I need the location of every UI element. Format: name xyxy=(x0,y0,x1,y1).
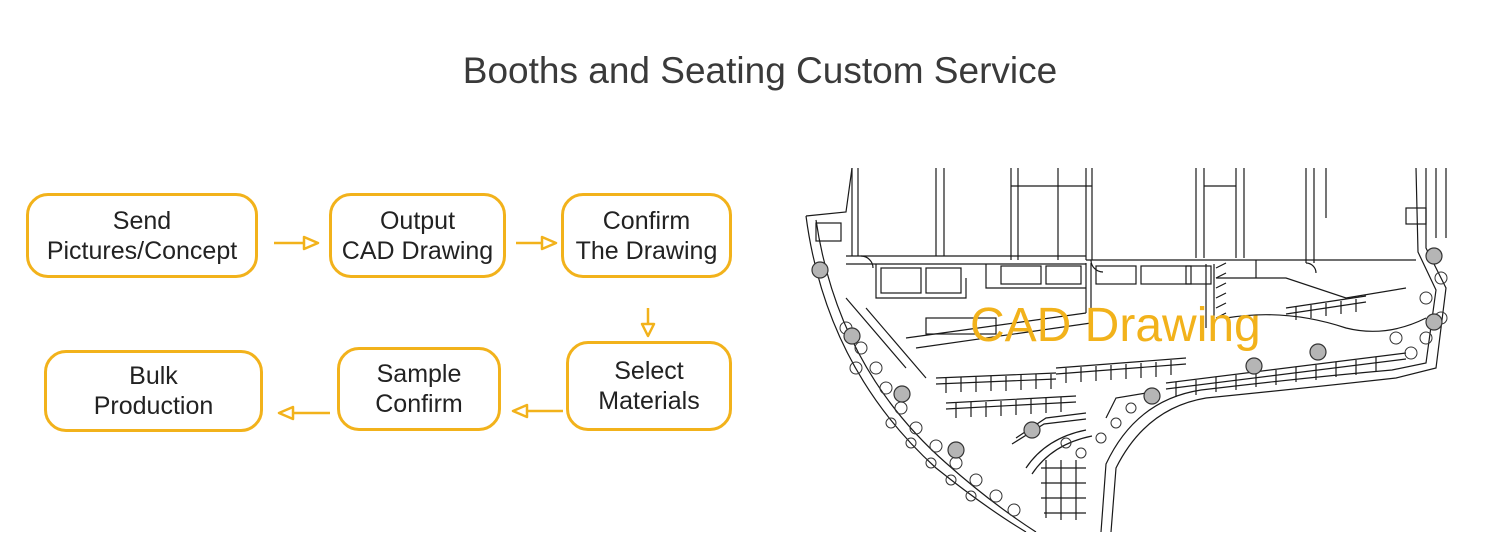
step-label-line1: Send xyxy=(112,206,172,235)
cad-drawing-label: CAD Drawing xyxy=(970,299,1261,352)
step-select-materials: Select Materials xyxy=(566,341,732,431)
step-send-pictures: Send Pictures/Concept xyxy=(26,193,258,278)
arrow-left-icon xyxy=(511,403,529,419)
step-sample-confirm: Sample Confirm xyxy=(337,347,501,431)
page-title: Booths and Seating Custom Service xyxy=(462,50,1058,91)
step-confirm-drawing: Confirm The Drawing xyxy=(561,193,732,278)
step-label-line2: Production xyxy=(93,392,214,420)
step-label-line2: Confirm xyxy=(375,390,463,418)
flow-arrows xyxy=(274,235,656,421)
step-label-line2: Materials xyxy=(598,387,700,415)
step-label-line1: Confirm xyxy=(602,206,691,235)
step-label-line2: Pictures/Concept xyxy=(46,236,238,265)
arrow-left-icon xyxy=(277,405,295,421)
cad-floor-plan-image xyxy=(786,168,1500,532)
step-label-line1: Output xyxy=(379,206,456,235)
step-label-line1: Bulk xyxy=(129,362,178,390)
arrow-right-icon xyxy=(540,235,558,251)
arrow-right-icon xyxy=(302,235,320,251)
step-bulk-production: Bulk Production xyxy=(44,350,263,432)
step-label-line1: Select xyxy=(614,357,684,385)
step-label-line2: The Drawing xyxy=(575,236,718,265)
arrow-down-icon xyxy=(640,322,656,338)
step-label-line2: CAD Drawing xyxy=(341,236,494,265)
step-output-cad: Output CAD Drawing xyxy=(329,193,506,278)
step-label-line1: Sample xyxy=(376,360,462,388)
